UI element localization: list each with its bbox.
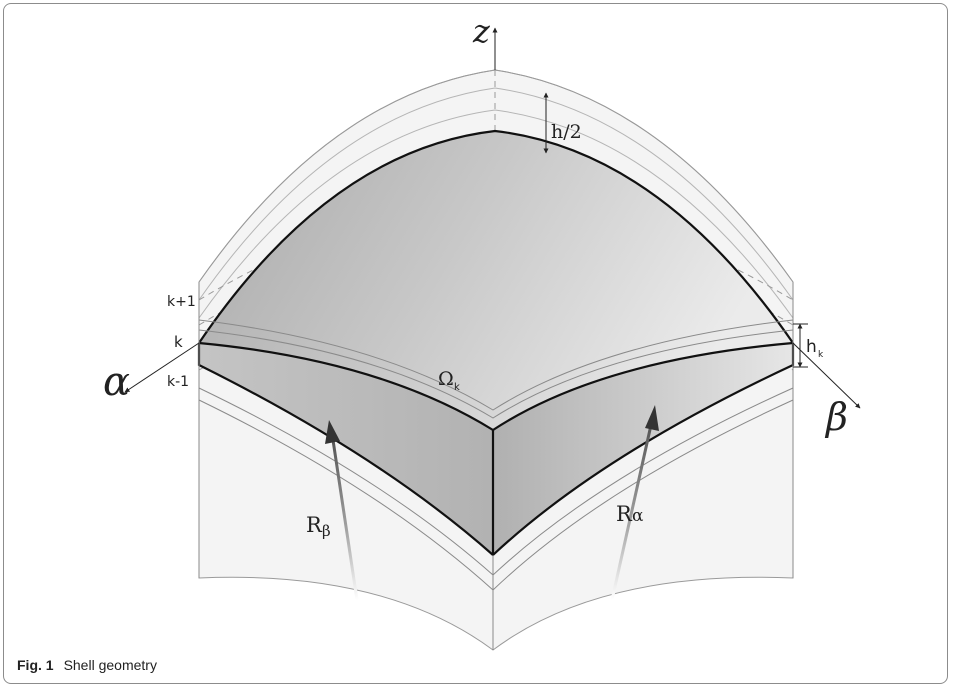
radius-beta-subscript: β — [322, 522, 331, 540]
layer-thickness-label: h — [806, 337, 817, 357]
radius-alpha-arrowhead — [645, 405, 659, 431]
radius-alpha-label: R — [616, 502, 633, 526]
layer-lines — [198, 282, 794, 650]
beta-axis — [792, 342, 861, 409]
surface-omega-subscript: k — [454, 382, 460, 393]
beta-axis-label: β — [824, 395, 848, 439]
alpha-axis-label: α — [103, 359, 130, 405]
half-thickness-label: h/2 — [551, 121, 582, 143]
radius-beta-arrowhead — [325, 420, 340, 444]
layer-label-current: k — [174, 333, 183, 351]
layer-label-upper: k+1 — [167, 294, 196, 310]
radius-alpha-arrow — [610, 424, 653, 601]
radius-beta-label: R — [306, 513, 323, 537]
figure-caption: Fig. 1 Shell geometry — [17, 657, 157, 673]
surface-omega-label: Ω — [438, 368, 454, 390]
figure-caption-text: Shell geometry — [63, 657, 157, 673]
layer-label-lower: k-1 — [167, 374, 189, 390]
alpha-axis — [124, 342, 200, 393]
z-axis-label: z — [472, 12, 491, 50]
radius-beta-arrow — [331, 439, 359, 601]
figure-caption-label: Fig. 1 — [17, 657, 54, 673]
layer-thickness-subscript: k — [818, 350, 824, 360]
radius-alpha-subscript: α — [632, 506, 644, 526]
